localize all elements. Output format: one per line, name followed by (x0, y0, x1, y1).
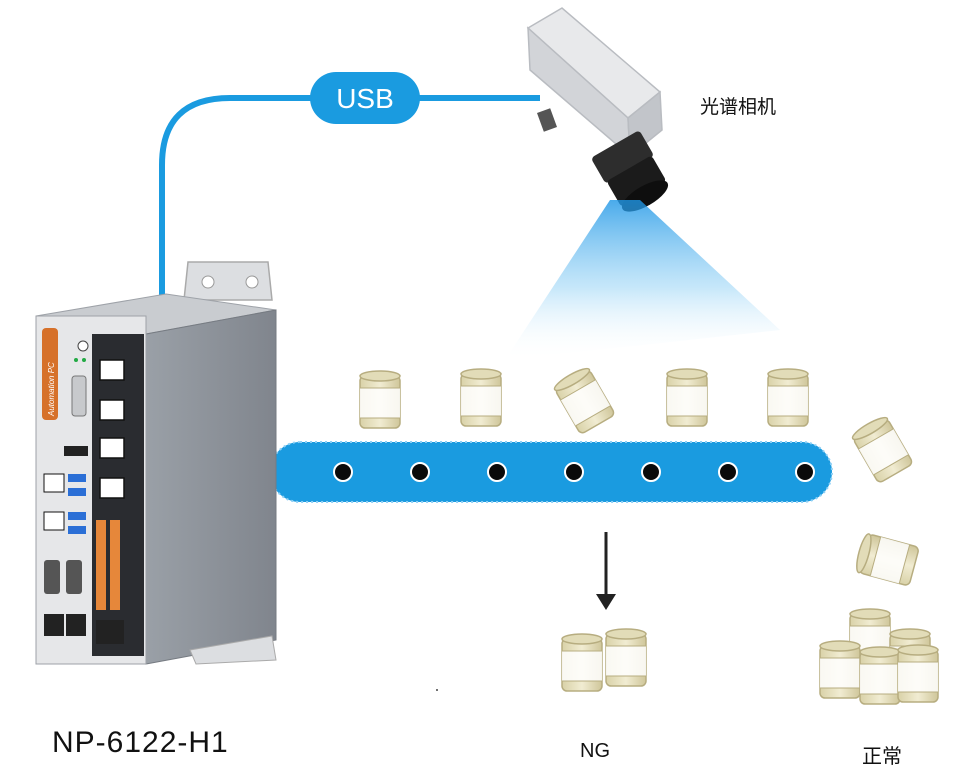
pc-model-label: NP-6122-H1 (52, 726, 229, 759)
normal-can-pile (819, 608, 939, 705)
industrial-pc: Automation PC (35, 261, 277, 665)
ng-label: NG (580, 740, 610, 762)
can-on-belt (767, 368, 809, 427)
can-on-belt (666, 368, 708, 427)
can-falling (853, 531, 921, 587)
usb-badge: USB (310, 72, 420, 124)
belt-roller (487, 462, 507, 482)
belt-roller (410, 462, 430, 482)
ng-can-pile (561, 628, 647, 692)
ng-down-arrow (596, 532, 616, 610)
spectral-camera (526, 7, 669, 212)
pc-brand-text: Automation PC (47, 362, 56, 417)
can-on-belt (460, 368, 502, 427)
can-on-belt (359, 370, 401, 429)
can-falling (849, 413, 915, 485)
belt-roller (718, 462, 738, 482)
camera-label: 光谱相机 (700, 96, 777, 118)
dust-dot (436, 689, 438, 691)
usb-label: USB (336, 83, 394, 114)
belt-roller (333, 462, 353, 482)
belt-roller (641, 462, 661, 482)
belt-roller (795, 462, 815, 482)
normal-label: 正常 (862, 744, 902, 768)
usb-cable (159, 95, 540, 300)
camera-light-beam (505, 200, 780, 360)
belt-roller (564, 462, 584, 482)
conveyor-belt (269, 441, 833, 503)
can-on-belt (551, 364, 617, 436)
